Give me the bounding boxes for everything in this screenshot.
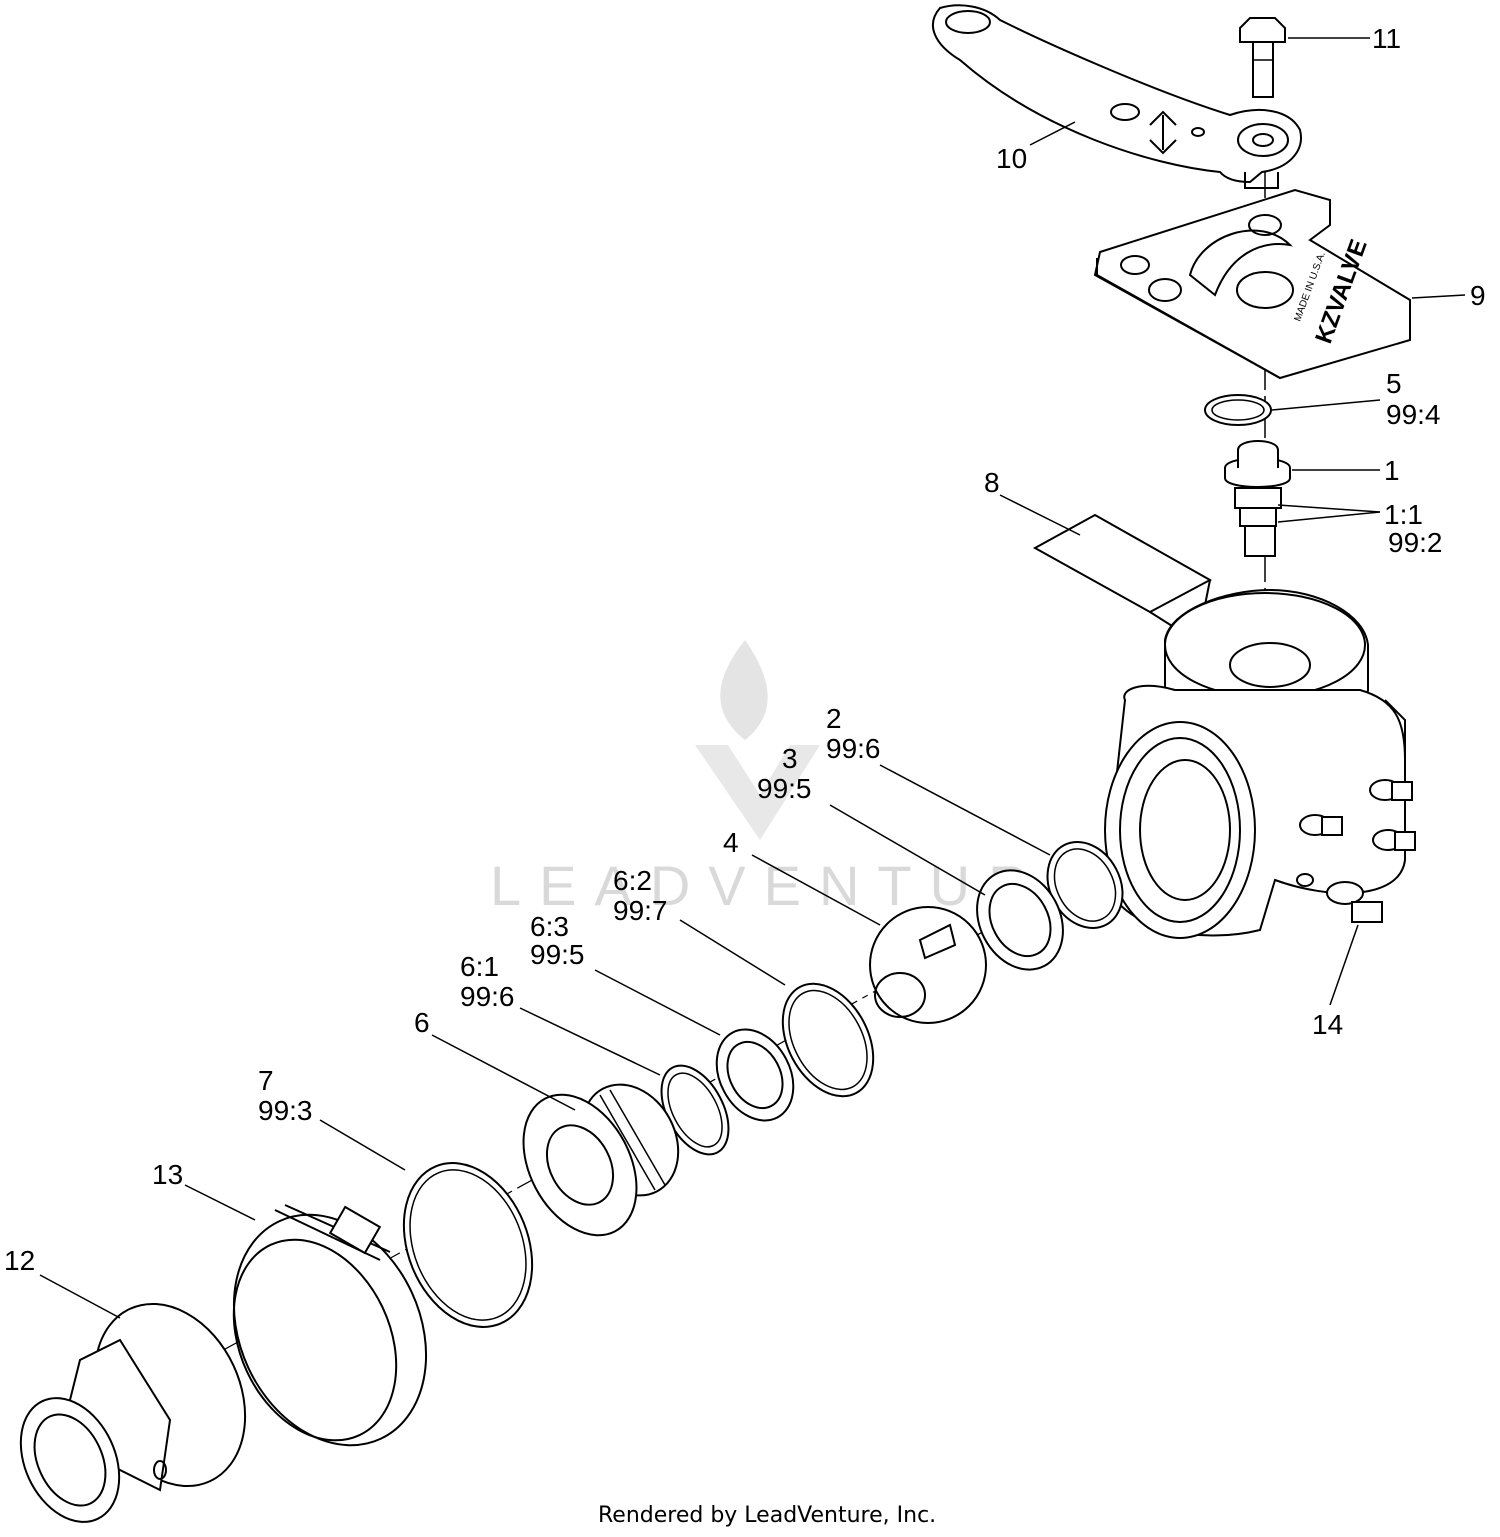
callout-7: 7: [258, 1065, 274, 1096]
part-6-3-seat: [715, 1028, 795, 1122]
callout-5-sub: 99:4: [1386, 399, 1441, 430]
part-9-plate: KZVALVE MADE IN U.S.A.: [1093, 188, 1411, 380]
callout-99-2: 99:2: [1388, 527, 1443, 558]
callout-5: 5: [1386, 368, 1402, 399]
fitting-right: [1372, 829, 1416, 851]
part-1-stem: [1224, 440, 1291, 557]
part-8-tag: [1032, 513, 1213, 614]
callout-3-sub: 99:5: [757, 773, 812, 804]
part-7-oring: [402, 1162, 534, 1328]
callout-labels: 11 10 9 5 99:4 1 1:1 99:2 8 14 2 99:6 3 …: [4, 23, 1486, 1276]
callout-4: 4: [723, 827, 739, 858]
callout-2-sub: 99:6: [826, 733, 881, 764]
callout-6-2: 6:2: [613, 865, 652, 896]
callout-3: 3: [782, 743, 798, 774]
flame-logo-icon: [720, 640, 768, 740]
callout-6-1-sub: 99:6: [460, 981, 515, 1012]
part-6-end-connector: [522, 1083, 680, 1237]
callout-2: 2: [826, 703, 842, 734]
callout-11: 11: [1372, 23, 1401, 54]
callout-6-3-sub: 99:5: [530, 939, 585, 970]
callout-6-2-sub: 99:7: [613, 895, 668, 926]
part-12-coupling: [19, 1302, 247, 1523]
callout-9: 9: [1470, 280, 1486, 311]
part-4-ball: [869, 906, 987, 1024]
callout-1: 1: [1384, 455, 1400, 486]
callout-14: 14: [1312, 1009, 1343, 1040]
callout-6-3: 6:3: [530, 911, 569, 942]
callout-8: 8: [984, 467, 1000, 498]
part-14-fitting: [1326, 881, 1383, 923]
callout-12: 12: [4, 1245, 35, 1276]
part-3-seat: [976, 869, 1064, 971]
leader-lines: [39, 37, 1466, 1319]
valve-body: [1103, 588, 1416, 939]
callout-7-sub: 99:3: [258, 1095, 313, 1126]
part-5-oring-inner: [1211, 399, 1265, 421]
footer-credit: Rendered by LeadVenture, Inc.: [598, 1503, 936, 1528]
part-11-bolt: [1239, 17, 1286, 98]
fitting-top: [1369, 779, 1413, 801]
callout-6: 6: [414, 1007, 430, 1038]
callout-1-1: 1:1: [1384, 499, 1423, 530]
callout-10: 10: [996, 143, 1027, 174]
part-10-handle: [931, 4, 1302, 189]
fitting-mid: [1299, 814, 1343, 836]
callout-6-1: 6:1: [460, 951, 499, 982]
callout-13: 13: [152, 1159, 183, 1190]
part-13-clamp-ring: [232, 1204, 428, 1447]
v-logo-icon: [695, 745, 820, 840]
